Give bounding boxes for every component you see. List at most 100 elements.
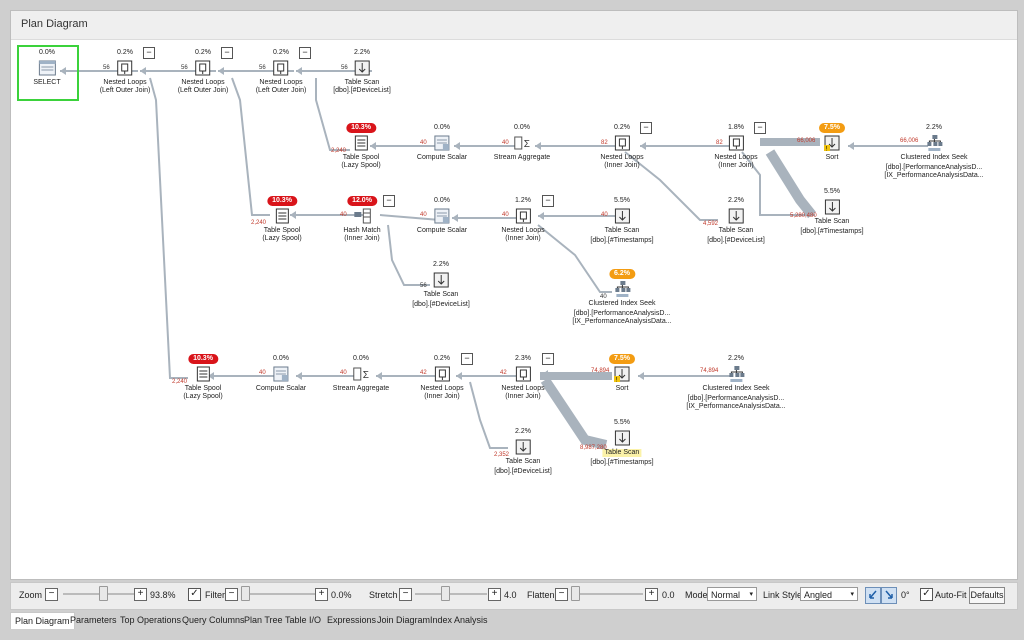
node-cost: 2.2% bbox=[433, 261, 449, 268]
row-count: 74,894 bbox=[591, 368, 610, 374]
collapse-toggle-button[interactable]: − bbox=[542, 195, 554, 207]
mode-select[interactable]: Normal▾ bbox=[707, 587, 757, 601]
node-nested-loops[interactable]: 0.2% Nested Loops (Inner Join) bbox=[420, 354, 463, 401]
filter-slider-thumb[interactable] bbox=[241, 586, 250, 601]
node-cost: 5.5% bbox=[824, 188, 840, 195]
node-label: Clustered Index Seek bbox=[702, 385, 770, 392]
zoom-in-button[interactable]: + bbox=[134, 588, 147, 601]
node-nested-loops[interactable]: 0.2% Nested Loops (Inner Join) bbox=[600, 123, 643, 170]
tab-plan-diagram[interactable]: Plan Diagram bbox=[10, 612, 75, 629]
flatten-slider[interactable] bbox=[571, 593, 643, 595]
node-sort[interactable]: 7.5% ! Sort bbox=[609, 354, 635, 393]
nested-loops-icon bbox=[195, 60, 211, 76]
node-sublabel: [dbo].[#DeviceList] bbox=[412, 301, 470, 308]
node-nested-loops[interactable]: 0.2% Nested Loops (Left Outer Join) bbox=[178, 48, 229, 95]
row-count: 66,006 bbox=[797, 138, 816, 144]
row-count: 4,592 bbox=[703, 221, 719, 227]
node-table-scan[interactable]: 5.5% Table Scan [dbo].[#Timestamps] bbox=[590, 196, 653, 245]
node-table-scan[interactable]: 2.2% Table Scan [dbo].[#DeviceList] bbox=[412, 260, 470, 309]
node-select[interactable]: 0.0% SELECT bbox=[33, 48, 60, 87]
node-clustered-index-seek[interactable]: 6.2% Clustered Index Seek [dbo].[Perform… bbox=[572, 269, 672, 326]
collapse-toggle-button[interactable]: − bbox=[383, 195, 395, 207]
node-cost-badge: 10.3% bbox=[346, 123, 376, 133]
arrow bbox=[456, 372, 462, 380]
node-nested-loops[interactable]: 0.2% Nested Loops (Left Outer Join) bbox=[100, 48, 151, 95]
filter-label: Filter bbox=[205, 590, 225, 600]
stretch-slider-thumb[interactable] bbox=[441, 586, 450, 601]
node-table-spool[interactable]: 10.3% Table Spool (Lazy Spool) bbox=[262, 196, 302, 243]
mode-selected-value: Normal bbox=[711, 590, 741, 600]
zoom-slider-thumb[interactable] bbox=[99, 586, 108, 601]
node-sublabel: (Inner Join) bbox=[344, 235, 380, 242]
filter-increase-button[interactable]: + bbox=[315, 588, 328, 601]
node-compute-scalar[interactable]: 0.0% Compute Scalar bbox=[417, 123, 467, 162]
table-scan-icon bbox=[824, 199, 840, 215]
arrow bbox=[290, 211, 296, 219]
node-compute-scalar[interactable]: 0.0% Compute Scalar bbox=[256, 354, 306, 393]
node-label: Hash Match bbox=[343, 227, 381, 234]
flatten-decrease-button[interactable]: − bbox=[555, 588, 568, 601]
node-label: Table Scan bbox=[344, 79, 380, 86]
tab-index-analysis[interactable]: Index Analysis bbox=[430, 615, 488, 625]
tab-query-columns[interactable]: Query Columns bbox=[182, 615, 245, 625]
row-count: 82 bbox=[716, 140, 723, 146]
node-stream-aggregate[interactable]: 0.0% Σ Stream Aggregate bbox=[494, 123, 550, 162]
tab-parameters[interactable]: Parameters bbox=[70, 615, 117, 625]
filter-decrease-button[interactable]: − bbox=[225, 588, 238, 601]
flatten-slider-thumb[interactable] bbox=[571, 586, 580, 601]
node-clustered-index-seek[interactable]: 2.2% Clustered Index Seek [dbo].[Perform… bbox=[686, 354, 785, 411]
mode-label: Mode bbox=[685, 590, 708, 600]
rotate-right-button[interactable] bbox=[881, 587, 897, 604]
node-label: Sort bbox=[615, 385, 629, 392]
node-nested-loops[interactable]: 1.8% Nested Loops (Inner Join) bbox=[714, 123, 757, 170]
node-label: Nested Loops bbox=[501, 227, 545, 234]
zoom-label: Zoom bbox=[19, 590, 43, 600]
collapse-toggle-button[interactable]: − bbox=[143, 47, 155, 59]
node-nested-loops[interactable]: 0.2% Nested Loops (Left Outer Join) bbox=[256, 48, 307, 95]
node-sort[interactable]: 7.5% ! Sort bbox=[819, 123, 845, 162]
node-label: Table Scan bbox=[604, 227, 640, 234]
defaults-button[interactable]: Defaults bbox=[969, 587, 1005, 604]
link-style-select[interactable]: Angled▾ bbox=[800, 587, 858, 601]
collapse-toggle-button[interactable]: − bbox=[542, 353, 554, 365]
node-clustered-index-seek[interactable]: 2.2% Clustered Index Seek [dbo].[Perform… bbox=[884, 123, 983, 180]
collapse-toggle-button[interactable]: − bbox=[221, 47, 233, 59]
node-table-scan[interactable]: 2.2% Table Scan [dbo].[#DeviceList] bbox=[707, 196, 765, 245]
collapse-toggle-button[interactable]: − bbox=[640, 122, 652, 134]
node-nested-loops[interactable]: 2.3% Nested Loops (Inner Join) bbox=[501, 354, 544, 401]
node-stream-aggregate[interactable]: 0.0% Σ Stream Aggregate bbox=[333, 354, 389, 393]
rotate-left-button[interactable] bbox=[865, 587, 881, 604]
tab-expressions[interactable]: Expressions bbox=[327, 615, 377, 625]
collapse-toggle-button[interactable]: − bbox=[461, 353, 473, 365]
row-count: 56 bbox=[103, 65, 110, 71]
svg-text:Σ: Σ bbox=[524, 139, 530, 150]
collapse-toggle-button[interactable]: − bbox=[299, 47, 311, 59]
collapse-toggle-button[interactable]: − bbox=[754, 122, 766, 134]
auto-fit-checkbox[interactable]: ✓ bbox=[920, 588, 933, 601]
stretch-increase-button[interactable]: + bbox=[488, 588, 501, 601]
zoom-out-button[interactable]: − bbox=[45, 588, 58, 601]
link bbox=[741, 151, 815, 216]
node-table-scan[interactable]: 5.5% Table Scan [dbo].[#Timestamps] bbox=[800, 187, 863, 236]
tab-table-io[interactable]: Table I/O bbox=[285, 615, 322, 625]
node-table-scan[interactable]: 2.2% Table Scan [dbo].[#DeviceList] bbox=[333, 48, 391, 95]
tab-top-operations[interactable]: Top Operations bbox=[120, 615, 182, 625]
flatten-increase-button[interactable]: + bbox=[645, 588, 658, 601]
tab-plan-tree[interactable]: Plan Tree bbox=[244, 615, 283, 625]
node-sublabel: (Lazy Spool) bbox=[341, 162, 381, 169]
tab-join-diagram[interactable]: Join Diagram bbox=[377, 615, 431, 625]
node-compute-scalar[interactable]: 0.0% Compute Scalar bbox=[417, 196, 467, 235]
stretch-slider[interactable] bbox=[415, 593, 487, 595]
stretch-decrease-button[interactable]: − bbox=[399, 588, 412, 601]
node-hash-match[interactable]: 12.0% Hash Match (Inner Join) bbox=[343, 196, 381, 243]
node-table-spool[interactable]: 10.3% Table Spool (Lazy Spool) bbox=[183, 354, 223, 401]
node-table-scan[interactable]: 5.5% Table Scan [dbo].[#Timestamps] bbox=[590, 418, 653, 467]
node-table-spool[interactable]: 10.3% Table Spool (Lazy Spool) bbox=[341, 123, 381, 170]
node-nested-loops[interactable]: 1.2% Nested Loops (Inner Join) bbox=[501, 196, 544, 243]
row-count: 2,240 bbox=[251, 220, 267, 226]
filter-slider[interactable] bbox=[241, 593, 315, 595]
node-table-scan[interactable]: 2.2% Table Scan [dbo].[#DeviceList] bbox=[494, 427, 552, 476]
filter-checkbox[interactable]: ✓ bbox=[188, 588, 201, 601]
clustered-index-seek-icon bbox=[927, 135, 942, 151]
